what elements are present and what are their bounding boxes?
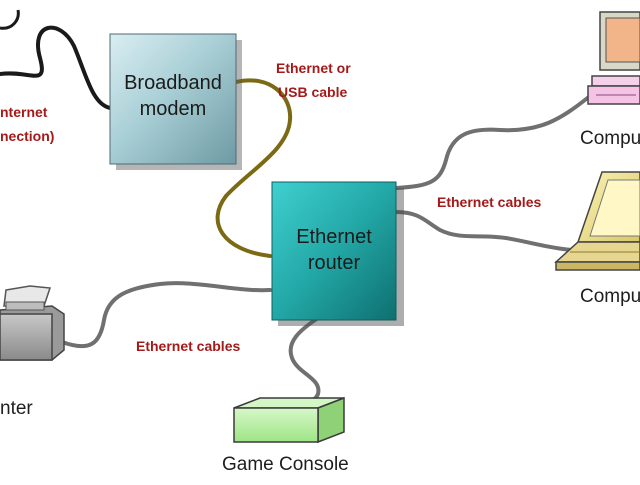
cable-label-bottom: Ethernet cables [136, 338, 241, 354]
modem-label: Broadband modem [110, 70, 236, 122]
cable-label-top-line1: Ethernet or [276, 60, 351, 76]
printer-label: nter [0, 398, 33, 419]
cable-to-printer [60, 281, 272, 349]
broadband-modem [109, 33, 242, 170]
router-label-line2: router [307, 252, 361, 274]
internet-label-line2: nection) [0, 128, 55, 144]
cable-to-computer-top [394, 94, 592, 190]
game-console-icon [233, 396, 345, 444]
ethernet-router [271, 181, 404, 326]
router-label: Ethernet router [272, 224, 396, 276]
computer-top-label: Compu [580, 128, 640, 149]
cable-to-laptop [394, 210, 574, 252]
laptop-computer-icon [554, 171, 640, 271]
printer-icon [0, 285, 65, 361]
internet-cable [0, 25, 112, 110]
router-label-line1: Ethernet [296, 226, 372, 248]
cable-to-console [288, 316, 321, 405]
cable-label-top-line2: USB cable [278, 84, 348, 100]
modem-label-line1: Broadband [124, 72, 222, 94]
game-console-label: Game Console [222, 454, 349, 475]
computer-laptop-label: Compu [580, 286, 640, 307]
desktop-computer-icon [587, 11, 640, 105]
modem-label-line2: modem [139, 98, 207, 120]
cable-label-right: Ethernet cables [437, 194, 542, 210]
usb-cable [215, 78, 293, 258]
internet-label-line1: nternet [0, 104, 48, 120]
